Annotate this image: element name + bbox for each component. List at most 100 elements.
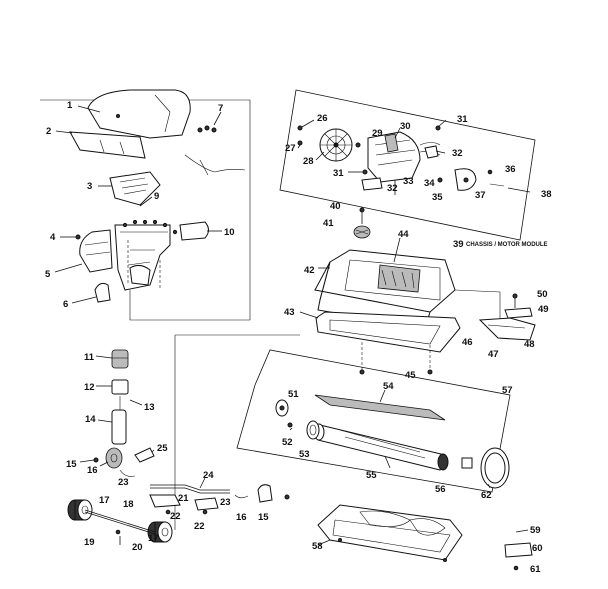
callout-52: 52 (282, 437, 293, 448)
callout-3: 3 (87, 181, 92, 192)
module-outline-right (454, 289, 501, 330)
callout-22-right: 22 (194, 521, 205, 532)
part-40-screw (359, 207, 365, 213)
part-21-bracket (149, 494, 219, 515)
callout-26: 26 (317, 113, 328, 124)
callout-13: 13 (144, 402, 155, 413)
cord (184, 154, 246, 173)
part-49-bracket (504, 307, 533, 319)
cord-branch (199, 159, 209, 176)
callout-31-top: 31 (457, 114, 468, 125)
part-55-brush-roll (313, 423, 449, 471)
brush-roll-box (236, 349, 511, 493)
callout-62: 62 (481, 490, 492, 501)
callout-23-right: 23 (220, 497, 231, 508)
part-47-pedal (478, 317, 536, 341)
callout-25: 25 (157, 443, 168, 454)
part-32-brush-holders (361, 145, 446, 191)
part-23-spring-right (234, 494, 249, 499)
part-26-screw (297, 125, 303, 131)
callout-45: 45 (405, 370, 416, 381)
callout-36: 36 (505, 164, 516, 175)
callout-55: 55 (366, 470, 377, 481)
part-17-wheel-left (67, 499, 93, 521)
part-45-screw-right (427, 369, 433, 375)
callout-53: 53 (299, 449, 310, 460)
part-25-clip (134, 447, 155, 463)
part-34-screw (437, 177, 443, 183)
callout-42: 42 (304, 265, 315, 276)
callout-1: 1 (67, 100, 73, 111)
part-5-nozzle-housing (54, 229, 113, 273)
part-24-rod (150, 477, 230, 494)
part-33-motor (367, 131, 421, 195)
part-2-lens (55, 130, 146, 159)
callout-16-left: 16 (87, 465, 98, 476)
callout-59: 59 (530, 525, 541, 536)
part-4-screw (60, 234, 81, 240)
chassis-motor-module-label: CHASSIS / MOTOR MODULE (466, 242, 548, 248)
callout-60: 60 (532, 543, 543, 554)
callout-14: 14 (85, 414, 96, 425)
callout-24: 24 (203, 470, 214, 481)
callout-54: 54 (383, 381, 394, 392)
callout-56: 56 (435, 484, 446, 495)
callout-39: 39 (453, 239, 464, 250)
part-61-screw (513, 565, 519, 571)
part-28-fan (315, 128, 353, 162)
part-3-headlight-housing (98, 171, 161, 206)
hood-bracket (114, 219, 178, 291)
part-10-switch (179, 221, 222, 241)
part-31-screw-top (435, 125, 441, 131)
callout-2: 2 (46, 126, 51, 137)
leader-13 (129, 399, 143, 406)
leader-44 (393, 237, 401, 263)
callout-61: 61 (530, 564, 541, 575)
callout-44: 44 (398, 229, 409, 240)
callout-10: 10 (224, 227, 235, 238)
leader-59 (515, 529, 529, 533)
part-12-nut (96, 379, 129, 395)
callout-20: 20 (132, 542, 143, 553)
callout-43: 43 (284, 307, 295, 318)
callout-6: 6 (63, 299, 68, 310)
part-50-screw (512, 293, 518, 299)
part-54-bristle-strip (314, 389, 446, 421)
leader-30 (394, 127, 401, 139)
part-29-washer (355, 142, 361, 148)
callout-31-left: 31 (333, 168, 344, 179)
callout-21: 21 (178, 493, 189, 504)
part-15-screw-right (284, 494, 290, 500)
callout-4: 4 (50, 232, 56, 243)
part-51-end-cap (275, 399, 289, 417)
part-56-bearing (461, 457, 473, 469)
callout-12: 12 (84, 382, 95, 393)
part-53-washer (306, 420, 320, 440)
callout-29: 29 (372, 128, 383, 139)
callout-46: 46 (462, 337, 473, 348)
callout-41: 41 (323, 218, 334, 229)
callout-15-right: 15 (258, 512, 269, 523)
part-42-chassis (314, 249, 456, 329)
callout-18: 18 (123, 499, 134, 510)
callout-32-lower: 32 (387, 183, 398, 194)
part-14-handle-tube (97, 409, 127, 445)
part-11-handle-cap (95, 349, 129, 369)
callout-48: 48 (524, 339, 535, 350)
callout-11: 11 (84, 352, 95, 363)
part-23-spring-left (119, 469, 136, 477)
callout-50: 50 (537, 289, 548, 300)
part-15-screw-left (93, 457, 99, 463)
callout-27: 27 (285, 143, 296, 154)
part-37-clip (489, 183, 505, 187)
callout-5: 5 (45, 269, 51, 280)
leader-38 (507, 187, 531, 193)
callout-49: 49 (538, 304, 549, 315)
callout-15-left: 15 (66, 459, 77, 470)
callout-30: 30 (400, 121, 411, 132)
callout-34: 34 (424, 178, 435, 189)
part-36-screw (487, 169, 493, 175)
callout-57: 57 (502, 385, 513, 396)
